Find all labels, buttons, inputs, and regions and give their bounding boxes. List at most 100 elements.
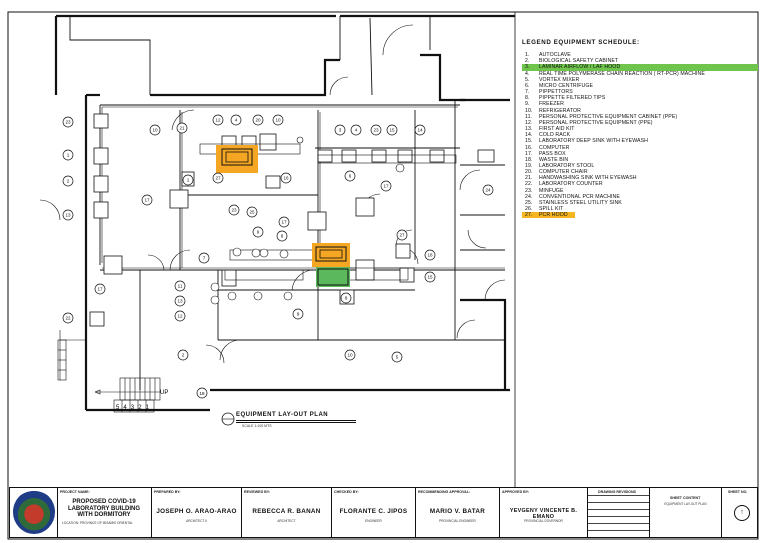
equipment-tag: 8 xyxy=(340,292,352,304)
svg-text:15: 15 xyxy=(389,128,395,133)
legend-item-label: REFRIGERATOR xyxy=(539,107,581,114)
sheet-no-head: SHEET NO. xyxy=(728,490,748,494)
svg-text:9: 9 xyxy=(297,312,300,317)
equipment-tag: 3 xyxy=(334,124,346,136)
svg-text:15: 15 xyxy=(427,275,433,280)
project-location: LOCATION: PROVINCE OF MISAMIS ORIENTAL xyxy=(62,521,133,525)
legend-item: 1.AUTOCLAVE xyxy=(522,52,758,58)
legend-item: 20.COMPUTER CHAIR xyxy=(522,169,758,175)
approved-head: APPROVED BY: xyxy=(502,490,530,494)
svg-text:27: 27 xyxy=(215,176,221,181)
legend-item-number: 25. xyxy=(525,199,533,206)
prepared-name: JOSEPH O. ARAO-ARAO xyxy=(156,508,237,515)
legend-item: 13.FIRST AID KIT xyxy=(522,126,758,132)
svg-text:23: 23 xyxy=(65,120,71,125)
legend-item-label: MINFUGE xyxy=(539,187,564,194)
equipment-tag: 9 xyxy=(252,226,264,238)
legend-item-label: CONVENTIONAL PCR MACHINE xyxy=(539,193,620,200)
svg-text:20: 20 xyxy=(255,118,261,123)
legend-item-number: 17. xyxy=(525,150,533,157)
legend-item-number: 14. xyxy=(525,132,533,139)
legend-item-label: BIOLOGICAL SAFETY CABINET xyxy=(539,58,619,65)
equipment-tag: 1 xyxy=(62,149,74,161)
svg-text:11: 11 xyxy=(178,284,183,289)
legend-item-label: FIRST AID KIT xyxy=(539,126,575,133)
equipment-tag: 17 xyxy=(380,180,392,192)
project-name: PROPOSED COVID-19 LABORATORY BUILDING WI… xyxy=(67,499,141,518)
approved-role: PROVINCIAL GOVERNOR xyxy=(524,519,563,523)
seal-cell xyxy=(10,488,58,537)
legend-item: 24. CONVENTIONAL PCR MACHINE xyxy=(522,194,758,200)
legend-item-number: 2. xyxy=(525,58,530,65)
stair-number-label: 5 4 3 2 1 xyxy=(116,405,150,411)
legend-item: 2. BIOLOGICAL SAFETY CABINET xyxy=(522,58,758,64)
legend-item: 3. LAMINAR AIRFLOW / LAF HOOD xyxy=(522,64,758,71)
legend-item-number: 9. xyxy=(525,101,530,108)
svg-text:9: 9 xyxy=(257,230,260,235)
plan-scale: SCALE 1:100 MTS xyxy=(242,424,272,428)
svg-text:10: 10 xyxy=(152,128,158,133)
equipment-tag: 10 xyxy=(344,349,356,361)
legend-item-label: PCR HOOD xyxy=(539,212,568,219)
equipment-tag: 4 xyxy=(350,124,362,136)
legend-item-label: LABORATORY DEEP SINK WITH EYEWASH xyxy=(539,138,648,145)
legend-item-number: 15. xyxy=(525,138,533,145)
legend-item-number: 21. xyxy=(525,175,533,182)
legend-item: 16. COMPUTER xyxy=(522,145,758,151)
legend-item-label: FREEZER xyxy=(539,101,564,108)
equipment-tag: 24 xyxy=(482,184,494,196)
legend-item: 11.PERSONAL PROTECTIVE EQUIPMENT CABINET… xyxy=(522,114,758,120)
svg-text:18: 18 xyxy=(427,253,433,258)
svg-text:17: 17 xyxy=(281,220,287,225)
legend-item-number: 3. xyxy=(525,64,530,71)
equipment-tag: 27 xyxy=(396,229,408,241)
legend-title: LEGEND EQUIPMENT SCHEDULE: xyxy=(522,39,640,46)
plan-title: EQUIPMENT LAY-OUT PLAN xyxy=(236,412,329,418)
svg-text:8: 8 xyxy=(281,234,284,239)
legend-item: 12.PERSONAL PROTECTIVE EQUIPMENT (PPE) xyxy=(522,120,758,126)
svg-text:17: 17 xyxy=(144,198,150,203)
approved-cell: APPROVED BY: YEVGENY VINCENTE B. EMANO P… xyxy=(500,488,588,537)
legend-item-number: 24. xyxy=(525,193,533,200)
svg-text:12: 12 xyxy=(215,118,221,123)
legend-item-number: 6. xyxy=(525,82,530,89)
equipment-tag: 23 xyxy=(62,116,74,128)
legend-item-number: 27. xyxy=(525,212,533,219)
equipment-tag: 6 xyxy=(344,170,356,182)
svg-text:10: 10 xyxy=(275,118,281,123)
approved-name: YEVGENY VINCENTE B. EMANO xyxy=(509,508,578,520)
recommending-head: RECOMMENDING APPROVAL: xyxy=(418,490,471,494)
equipment-tag: 1 xyxy=(182,174,194,186)
legend-item-label: LAMINAR AIRFLOW / LAF HOOD xyxy=(539,64,621,71)
legend-item: 23. MINFUGE xyxy=(522,188,758,194)
equipment-tag: 15 xyxy=(386,124,398,136)
legend-item-label: COMPUTER CHAIR xyxy=(539,169,588,176)
legend-item-number: 7. xyxy=(525,89,530,96)
svg-text:14: 14 xyxy=(417,128,423,133)
legend-item-number: 23. xyxy=(525,187,533,194)
svg-text:10: 10 xyxy=(347,353,353,358)
legend-item-label: STAINLESS STEEL UTILITY SINK xyxy=(539,199,622,206)
equipment-tag: 17 xyxy=(141,194,153,206)
legend-item-number: 19. xyxy=(525,162,533,169)
checked-head: CHECKED BY: xyxy=(334,490,359,494)
legend-item: 17.PASS BOX xyxy=(522,151,758,157)
legend-item-label: COMPUTER xyxy=(539,144,570,151)
svg-text:18: 18 xyxy=(199,391,205,396)
equipment-tag: 10 xyxy=(272,114,284,126)
equipment-tag: 2 xyxy=(62,175,74,187)
legend-item-number: 10. xyxy=(525,107,533,114)
reviewed-cell: REVIEWED BY: REBECCA R. BANAN ARCHITECT xyxy=(242,488,332,537)
equipment-tag: 17 xyxy=(94,283,106,295)
project-head: PROJECT NAME: xyxy=(60,490,90,494)
legend-item-number: 16. xyxy=(525,144,533,151)
legend-item: 8.PIPPETTE FILTERED TIPS xyxy=(522,95,758,101)
equipment-tag: 14 xyxy=(414,124,426,136)
svg-text:22: 22 xyxy=(65,316,71,321)
svg-text:8: 8 xyxy=(345,296,348,301)
svg-text:17: 17 xyxy=(383,184,389,189)
legend-item-number: 22. xyxy=(525,181,533,188)
equipment-tag: 12 xyxy=(212,114,224,126)
legend-item-number: 11. xyxy=(525,113,533,120)
